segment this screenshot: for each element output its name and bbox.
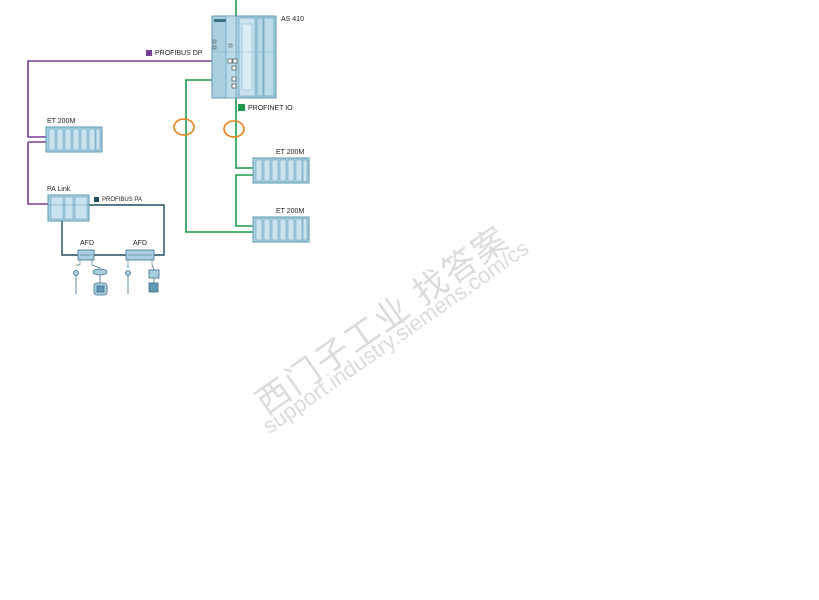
- redundancy-marker-right: [223, 120, 245, 138]
- afd-junction-icon: [77, 249, 95, 265]
- redundancy-marker-left: [173, 118, 195, 136]
- et200m-module-icon: [252, 157, 310, 184]
- field-device-icon: [125, 265, 131, 294]
- as410-label: AS 410: [281, 16, 304, 23]
- et200m-right-1-label: ET 200M: [276, 149, 305, 156]
- field-device-icon: [73, 264, 80, 294]
- pa-link-label: PA Link: [47, 186, 71, 193]
- afd-2-label: AFD: [133, 240, 147, 247]
- profinet-io-legend-swatch: [238, 104, 245, 111]
- et200m-module-icon: [45, 126, 103, 153]
- afd-1-label: AFD: [80, 240, 94, 247]
- field-device-icon: [148, 264, 160, 293]
- valve-icon: [91, 264, 108, 296]
- as410-controller-icon: [211, 15, 277, 99]
- et200m-right-2-label: ET 200M: [276, 208, 305, 215]
- profibus-pa-label: PROFIBUS PA: [102, 197, 142, 203]
- afd-junction-icon: [125, 249, 155, 265]
- profibus-dp-legend-swatch: [146, 50, 152, 56]
- et200m-module-icon: [252, 216, 310, 243]
- profibus-dp-label: PROFIBUS DP: [155, 50, 203, 57]
- profibus-dp-bus: [27, 60, 228, 205]
- profinet-io-label: PROFINET IO: [248, 105, 293, 112]
- profibus-pa-legend-swatch: [94, 197, 99, 202]
- et200m-left-label: ET 200M: [47, 118, 76, 125]
- pa-link-icon: [47, 194, 90, 222]
